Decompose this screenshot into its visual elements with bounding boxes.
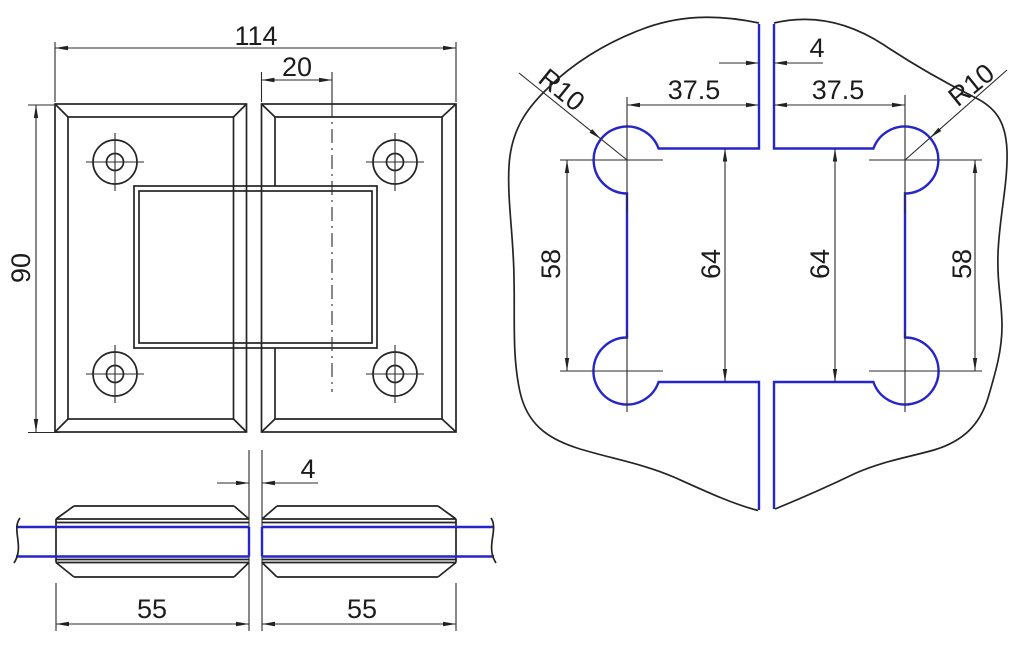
radius-leader-right — [904, 69, 1008, 161]
side-left-clamp — [55, 505, 250, 578]
screw-hole — [366, 133, 424, 191]
glass-cutout-view: 4 37.5 37.5 R10 R10 58 58 64 64 — [507, 16, 1008, 512]
center-block-inner — [138, 190, 373, 344]
dim-left-cutout-depth: 64 — [696, 249, 726, 279]
right-plate-bevel — [274, 116, 443, 420]
dim-right-hole-spacing: 58 — [947, 249, 977, 279]
glass-outline-right — [773, 18, 1008, 510]
left-plate-chamfer-lines — [54, 103, 248, 433]
side-right-clamp — [261, 505, 457, 578]
front-dimensions: 114 20 90 — [6, 21, 457, 434]
screw-hole — [86, 133, 144, 191]
screw-hole-crosshair — [366, 345, 424, 403]
left-plate-bevel — [67, 116, 235, 420]
cutout-center-crosshairs — [560, 95, 982, 412]
dim-left-hole-offset: 37.5 — [668, 75, 721, 105]
glass-break-line-right — [490, 517, 497, 564]
front-dimension-lines — [28, 42, 457, 434]
side-view: 4 55 55 — [13, 450, 497, 631]
side-dimension-arrowheads — [56, 480, 456, 627]
glass-pane-left-edge-view — [16, 525, 251, 558]
dim-overall-width: 114 — [234, 21, 277, 51]
dim-right-plate-width: 55 — [347, 594, 377, 624]
dim-right-corner-radius: R10 — [943, 58, 1000, 112]
dim-pivot-offset: 20 — [282, 52, 312, 82]
side-extension-lines — [55, 450, 457, 631]
screw-hole-crosshair — [86, 345, 144, 403]
center-block-outer — [133, 185, 378, 349]
dim-right-hole-offset: 37.5 — [812, 75, 865, 105]
glass-break-line-left — [13, 517, 21, 564]
screw-hole — [86, 345, 144, 403]
cutout-dimension-lines — [566, 62, 976, 382]
front-view: 114 20 90 — [6, 21, 457, 434]
side-dimensions: 4 55 55 — [56, 454, 456, 627]
side-dimension-lines — [56, 482, 456, 625]
left-plate — [54, 103, 248, 433]
screw-hole-crosshair — [86, 133, 144, 191]
dim-left-hole-spacing: 58 — [536, 249, 566, 279]
dim-right-cutout-depth: 64 — [805, 249, 835, 279]
left-plate-outline — [54, 103, 248, 433]
dim-left-plate-width: 55 — [137, 594, 167, 624]
dim-glass-gap-side: 4 — [300, 454, 315, 484]
right-clamp-profile — [261, 505, 457, 578]
radius-leader-left — [518, 72, 628, 161]
right-plate — [260, 103, 457, 433]
right-plate-outline — [260, 103, 457, 433]
dim-overall-height: 90 — [6, 253, 36, 283]
dim-glass-gap-cutout: 4 — [809, 33, 824, 63]
screw-hole-crosshair — [366, 133, 424, 191]
left-clamp-profile — [55, 505, 250, 578]
dim-left-corner-radius: R10 — [533, 63, 590, 117]
glass-pane-right-edge-view — [260, 525, 494, 558]
hinge-center-block — [133, 185, 378, 349]
glass-outline-left — [507, 16, 760, 512]
screw-hole — [366, 345, 424, 403]
right-plate-chamfer-lines — [260, 103, 457, 433]
